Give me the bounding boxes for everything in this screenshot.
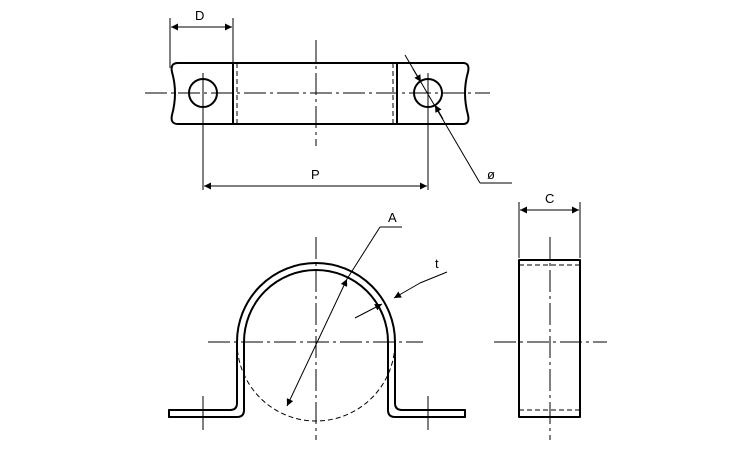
dim-p-label: P <box>311 167 320 182</box>
top-view: D P ø <box>145 8 512 190</box>
dim-hole-arrow-inner <box>434 104 444 120</box>
dim-a-label: A <box>388 210 397 225</box>
strap-inner-profile <box>168 262 466 411</box>
dim-c-label: C <box>545 191 554 206</box>
dim-t-arrow-outer <box>393 282 421 299</box>
dim-a-leader <box>346 226 381 280</box>
dim-hole-arrow-outer <box>412 68 422 83</box>
dim-t-label: t <box>435 256 439 271</box>
dim-t-leader <box>419 271 448 284</box>
side-view: C <box>494 191 607 440</box>
dim-hole-label: ø <box>487 167 495 182</box>
front-view: A t <box>168 210 466 440</box>
top-view-outline <box>170 62 470 125</box>
dim-d-label: D <box>195 8 204 23</box>
dim-t-arrow-inner <box>354 303 383 319</box>
dim-a-line <box>286 278 348 407</box>
